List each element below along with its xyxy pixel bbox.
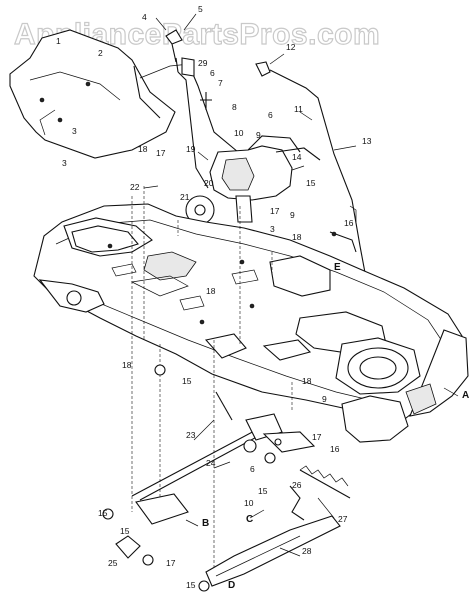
callout-10: 10: [234, 128, 244, 138]
callout-3b: 3: [62, 158, 67, 168]
callout-15c: 15: [258, 486, 268, 496]
callout-18a: 18: [138, 144, 148, 154]
label-d: D: [228, 580, 235, 591]
label-e: E: [334, 262, 341, 273]
main-frame: [33, 203, 469, 443]
callout-6a: 6: [210, 68, 215, 78]
callout-17d: 17: [166, 558, 176, 568]
callout-15d: 15: [98, 508, 108, 518]
callouts: 4 5 1 2 6 29 7 12 8 11 6 13 10 9 3 3 18 …: [56, 4, 469, 591]
lever-arm: [255, 61, 367, 279]
callout-15f: 15: [186, 580, 196, 590]
callout-19: 19: [186, 144, 196, 154]
callout-16b: 16: [330, 444, 340, 454]
callout-2: 2: [98, 48, 103, 58]
callout-15e: 15: [120, 526, 130, 536]
callout-18d: 18: [122, 360, 132, 370]
callout-17a: 17: [156, 148, 166, 158]
callout-26: 26: [292, 480, 302, 490]
callout-15a: 15: [306, 178, 316, 188]
callout-15b: 15: [182, 376, 192, 386]
label-b: B: [202, 518, 209, 529]
callout-17c: 17: [312, 432, 322, 442]
callout-22: 22: [130, 182, 140, 192]
callout-11: 11: [294, 104, 303, 114]
callout-1: 1: [56, 36, 61, 46]
callout-14: 14: [292, 152, 302, 162]
callout-3c: 3: [270, 224, 275, 234]
bracket-assembly: [185, 135, 321, 225]
callout-27: 27: [338, 514, 348, 524]
callout-13: 13: [362, 136, 372, 146]
callout-9c: 9: [322, 394, 327, 404]
callout-24: 24: [206, 458, 216, 468]
callout-3a: 3: [72, 126, 77, 136]
lift-linkage: [133, 29, 239, 189]
label-c: C: [246, 514, 253, 525]
callout-7: 7: [218, 78, 223, 88]
callout-4: 4: [142, 12, 147, 22]
leader-lines: [143, 13, 459, 557]
callout-17b: 17: [270, 206, 280, 216]
callout-29: 29: [198, 58, 208, 68]
callout-18b: 18: [292, 232, 302, 242]
callout-12: 12: [286, 42, 296, 52]
callout-21: 21: [180, 192, 190, 202]
clip: [289, 485, 305, 521]
label-a: A: [462, 390, 469, 401]
callout-23: 23: [186, 430, 196, 440]
callout-5: 5: [198, 4, 203, 14]
lower-linkage: [102, 364, 351, 592]
callout-8: 8: [232, 102, 237, 112]
callout-18c: 18: [206, 286, 216, 296]
callout-16a: 16: [344, 218, 354, 228]
callout-20: 20: [204, 178, 214, 188]
lower-bar: [205, 515, 341, 587]
callout-25: 25: [108, 558, 118, 568]
callout-28: 28: [302, 546, 312, 556]
callout-10b: 10: [244, 498, 254, 508]
callout-6c: 6: [250, 464, 255, 474]
callout-18e: 18: [302, 376, 312, 386]
shield-plate: [9, 29, 176, 159]
callout-9b: 9: [290, 210, 295, 220]
callout-6b: 6: [268, 110, 273, 120]
callout-9a: 9: [256, 130, 261, 140]
